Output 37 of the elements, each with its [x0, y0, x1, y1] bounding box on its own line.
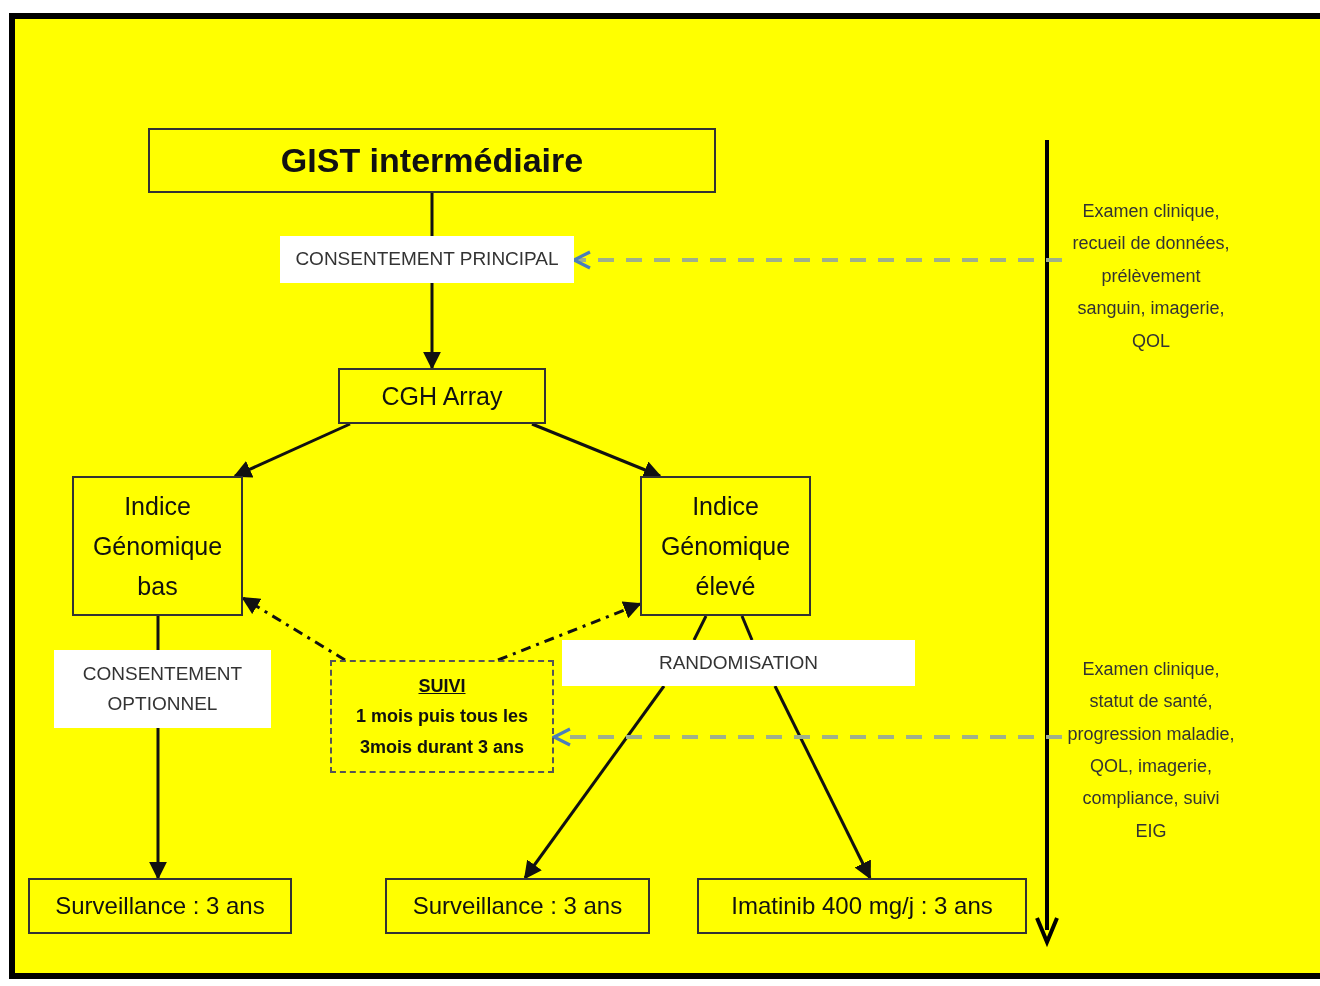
connector-line: [156, 616, 160, 650]
outcome-box: [72, 476, 243, 616]
node-label: GIST intermédiaire: [280, 140, 584, 182]
node-label: CONSENTEMENT PRINCIPAL: [295, 247, 559, 272]
node-label: Imatinib 400 mg/j : 3 ans: [731, 890, 993, 921]
node-label: Indice Génomique bas: [92, 491, 223, 602]
arrow: [773, 685, 872, 880]
follow-up-box: [330, 660, 554, 773]
arrow: [523, 685, 666, 880]
node-label: Surveillance : 3 ans: [412, 890, 623, 921]
consent-label-box: [54, 650, 271, 728]
treatment-box: [385, 878, 650, 934]
node-label: Examen clinique, recueil de données, prélèvement sanguin, imagerie, QOL: [1071, 200, 1231, 353]
node-label: 1 mois puis tous les 3mois durant 3 ans: [354, 705, 529, 759]
arrow: [149, 728, 167, 880]
arrow: [233, 422, 351, 478]
node-label: Examen clinique, statut de santé, progression maladie, QOL, imagerie, compliance, suivi EIG: [1066, 657, 1236, 843]
node-label: Surveillance : 3 ans: [55, 890, 265, 921]
node-label: Indice Génomique élevé: [660, 491, 791, 602]
node-label: CGH Array: [381, 381, 503, 412]
title-box: [148, 128, 716, 193]
process-box: [338, 368, 546, 424]
connector-line: [740, 615, 754, 641]
treatment-box: [697, 878, 1027, 934]
arrow: [531, 422, 662, 479]
dashed-arrow: [552, 727, 1062, 747]
connector-line: [692, 615, 708, 641]
treatment-box: [28, 878, 292, 934]
connector-line: [430, 193, 434, 236]
consent-label-box: [280, 236, 574, 283]
outcome-box: [640, 476, 811, 616]
arrow: [423, 283, 441, 370]
randomisation-box: [562, 640, 915, 686]
node-label: CONSENTEMENT OPTIONNEL: [81, 661, 244, 716]
arrow: [497, 601, 642, 662]
node-label: RANDOMISATION: [658, 650, 818, 675]
section-heading: SUIVI: [418, 674, 466, 698]
